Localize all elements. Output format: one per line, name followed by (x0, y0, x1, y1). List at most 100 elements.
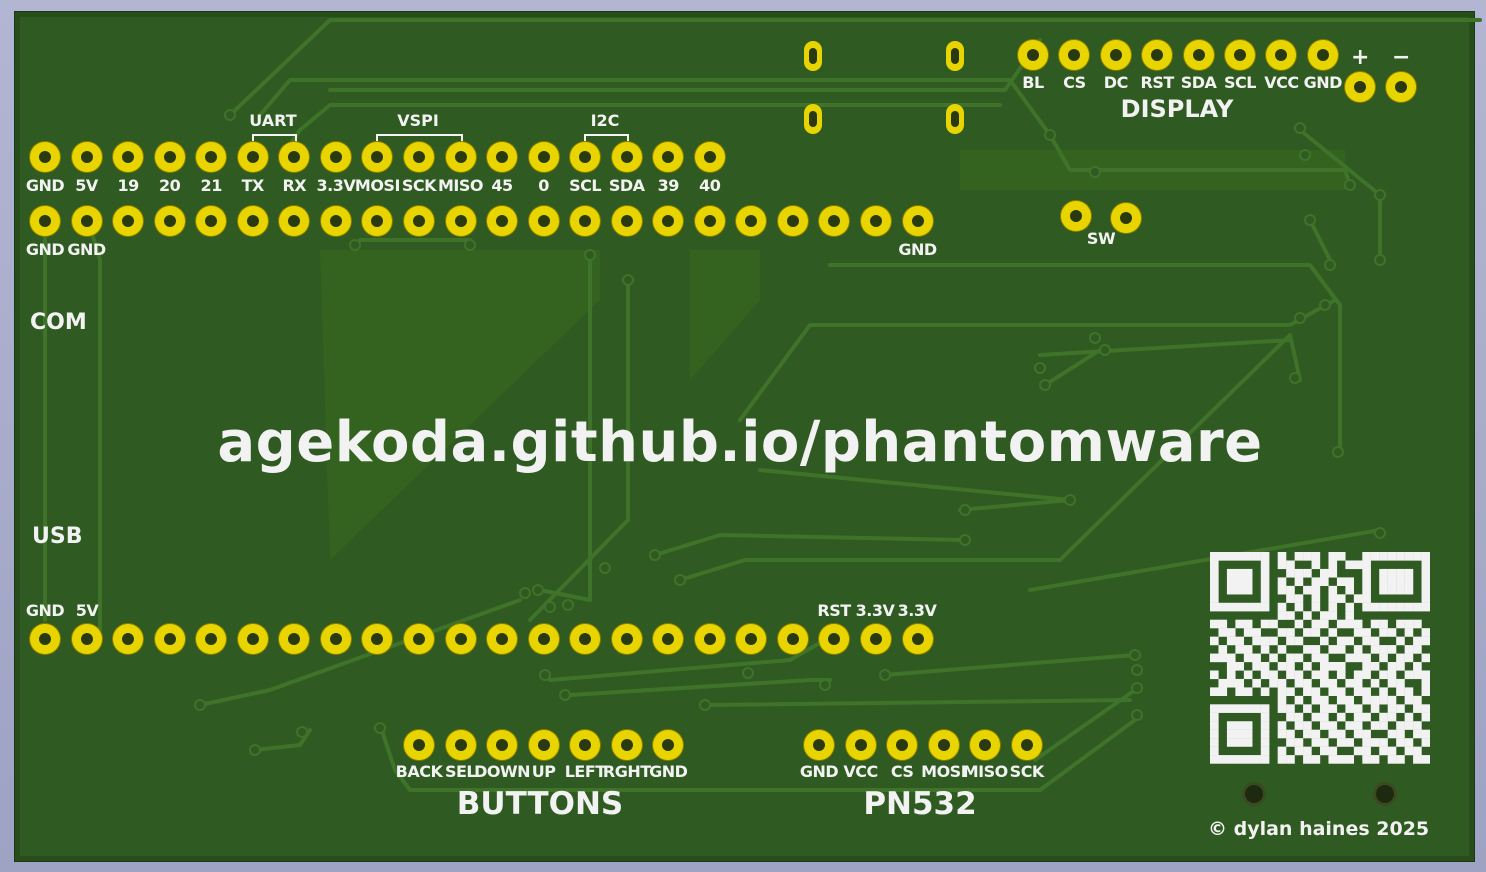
qr-module (1404, 628, 1414, 637)
via (1374, 189, 1386, 201)
qr-module (1370, 755, 1380, 764)
qr-module (1303, 568, 1312, 578)
qr-module (1277, 602, 1287, 612)
qr-module (1396, 721, 1405, 730)
bottom-header-pad (487, 624, 518, 654)
qr-module (1277, 611, 1287, 620)
qr-module (1353, 560, 1363, 570)
qr-module (1328, 628, 1338, 637)
copyright: © dylan haines 2025 (1208, 818, 1430, 840)
qr-module (1387, 552, 1397, 561)
pn532-pin-label: SCK (1009, 762, 1045, 781)
trace (758, 468, 1072, 512)
via (584, 249, 596, 261)
qr-module (1210, 602, 1219, 612)
via (1131, 664, 1143, 676)
top-header-pad (237, 142, 268, 172)
qr-module (1379, 712, 1388, 722)
qr-module (1413, 721, 1422, 730)
qr-module (1218, 678, 1228, 688)
qr-module (1353, 704, 1363, 713)
qr-module (1336, 645, 1346, 654)
qr-module (1226, 602, 1236, 612)
via (224, 109, 236, 121)
via (1099, 344, 1111, 356)
bottom-header-pad (113, 624, 144, 654)
qr-module (1286, 738, 1295, 747)
qr-module (1243, 653, 1253, 663)
display-mount-slot (804, 104, 822, 134)
qr-module (1294, 594, 1304, 603)
qr-module (1218, 687, 1228, 697)
bottom-header-pad (403, 624, 434, 654)
qr-module (1286, 560, 1295, 570)
qr-module (1396, 755, 1405, 764)
qr-module (1362, 636, 1371, 646)
top-header-pin-label: SCK (401, 176, 437, 195)
qr-module (1252, 552, 1261, 561)
qr-module (1226, 628, 1236, 637)
pn532-pad (928, 730, 959, 760)
qr-module (1252, 755, 1261, 764)
qr-module (1226, 568, 1236, 578)
qr-module (1421, 687, 1430, 697)
qr-module (1235, 678, 1245, 688)
qr-module (1226, 729, 1236, 739)
qr-module (1260, 704, 1270, 713)
display-pad (1307, 40, 1338, 70)
qr-module (1345, 653, 1355, 663)
qr-module (1260, 687, 1270, 697)
qr-module (1286, 628, 1295, 637)
qr-module (1235, 662, 1245, 671)
qr-module (1311, 729, 1321, 739)
qr-module (1421, 552, 1430, 561)
qr-module (1387, 645, 1397, 654)
qr-module (1218, 619, 1228, 629)
qr-module (1252, 653, 1261, 663)
display-plus-label: + (1351, 45, 1369, 70)
top-header-pin-label: 3.3V (316, 176, 356, 195)
qr-module (1421, 585, 1430, 595)
qr-module (1362, 552, 1371, 561)
qr-module (1320, 568, 1329, 578)
qr-module (1294, 695, 1304, 705)
qr-module (1311, 645, 1321, 654)
pn532-pin-label: GND (799, 762, 839, 781)
qr-module (1303, 585, 1312, 595)
display-mount-slot (946, 41, 964, 71)
buttons-pin-label: SEL (444, 762, 477, 781)
trace (43, 218, 102, 642)
qr-module (1210, 738, 1219, 747)
qr-module (1404, 746, 1414, 756)
qr-module (1396, 729, 1405, 739)
bottom-header-pad (279, 624, 310, 654)
qr-module (1421, 712, 1430, 722)
qr-module (1387, 577, 1397, 587)
qr-module (1328, 662, 1338, 671)
via (374, 722, 386, 734)
qr-module (1303, 645, 1312, 654)
qr-module (1243, 645, 1253, 654)
qr-module (1387, 662, 1397, 671)
pn532-pad (970, 730, 1001, 760)
qr-module (1345, 619, 1355, 629)
via (819, 679, 831, 691)
top-header-lower-pad (777, 206, 808, 236)
qr-module (1387, 585, 1397, 595)
buttons-pad (487, 730, 518, 760)
via (1324, 259, 1336, 271)
qr-module (1303, 687, 1312, 697)
top-header-pad (528, 142, 559, 172)
qr-module (1345, 678, 1355, 688)
qr-module (1379, 619, 1388, 629)
qr-module (1260, 645, 1270, 654)
qr-module (1328, 568, 1338, 578)
qr-module (1260, 738, 1270, 747)
qr-module (1311, 577, 1321, 587)
bottom-header-pad (736, 624, 767, 654)
qr-module (1286, 653, 1295, 663)
qr-module (1370, 738, 1380, 747)
via (1319, 299, 1331, 311)
via (349, 239, 361, 251)
top-header-pad (487, 142, 518, 172)
